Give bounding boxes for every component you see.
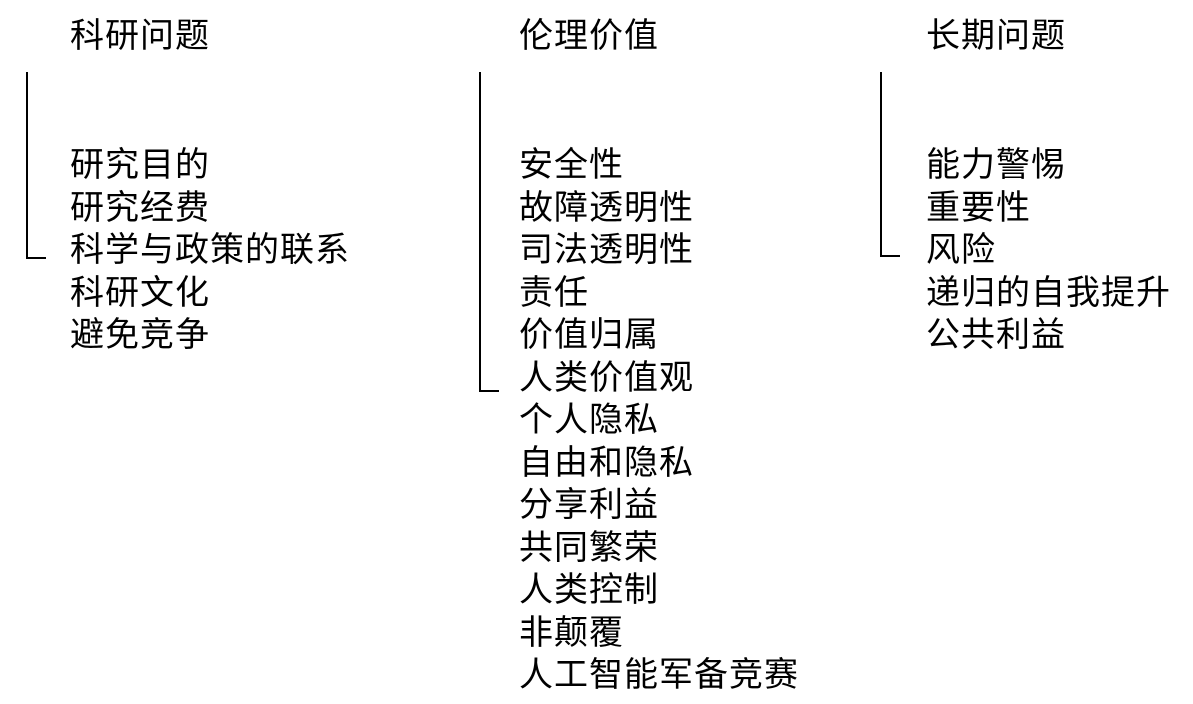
list-item: 能力警惕 — [926, 145, 1066, 185]
column-title-long-term: 长期问题 — [926, 16, 1066, 56]
list-item: 人类控制 — [519, 570, 659, 610]
column-title-research: 科研问题 — [70, 16, 210, 56]
column-ethics-values: 伦理价值 安全性 故障透明性 司法透明性 责任 价值归属 人类价值观 个人隐私 … — [455, 0, 855, 704]
bracket-connector-research — [26, 72, 46, 259]
research-item-list: 研究目的 研究经费 科学与政策的联系 科研文化 避免竞争 — [70, 144, 350, 357]
list-item: 递归的自我提升 — [926, 272, 1171, 313]
list-item: 责任 — [519, 272, 589, 313]
list-item: 科学与政策的联系 — [70, 230, 350, 270]
list-item: 司法透明性 — [519, 230, 694, 270]
list-item: 分享利益 — [519, 485, 659, 525]
column-research-issues: 科研问题 研究目的 研究经费 科学与政策的联系 科研文化 避免竞争 — [0, 0, 430, 704]
list-item: 避免竞争 — [70, 315, 210, 355]
bracket-connector-long-term — [880, 72, 900, 257]
list-item: 研究目的 — [70, 145, 210, 185]
list-item: 共同繁荣 — [519, 527, 659, 568]
column-long-term-issues: 长期问题 能力警惕 重要性 风险 递归的自我提升 公共利益 — [858, 0, 1193, 704]
ethics-item-list: 安全性 故障透明性 司法透明性 责任 价值归属 人类价值观 个人隐私 自由和隐私… — [519, 144, 799, 697]
bracket-connector-ethics — [479, 72, 499, 392]
list-item: 安全性 — [519, 145, 624, 185]
list-item: 非颠覆 — [519, 612, 624, 653]
list-item: 人工智能军备竞赛 — [519, 655, 799, 695]
list-item: 人类价值观 — [519, 357, 694, 398]
list-item: 重要性 — [926, 187, 1031, 228]
list-item: 自由和隐私 — [519, 442, 694, 483]
list-item: 科研文化 — [70, 272, 210, 313]
list-item: 公共利益 — [926, 315, 1066, 355]
long-term-item-list: 能力警惕 重要性 风险 递归的自我提升 公共利益 — [926, 144, 1171, 357]
list-item: 个人隐私 — [519, 400, 659, 440]
list-item: 研究经费 — [70, 187, 210, 228]
column-title-ethics: 伦理价值 — [519, 16, 659, 56]
list-item: 故障透明性 — [519, 187, 694, 228]
list-item: 价值归属 — [519, 315, 659, 355]
list-item: 风险 — [926, 230, 996, 270]
